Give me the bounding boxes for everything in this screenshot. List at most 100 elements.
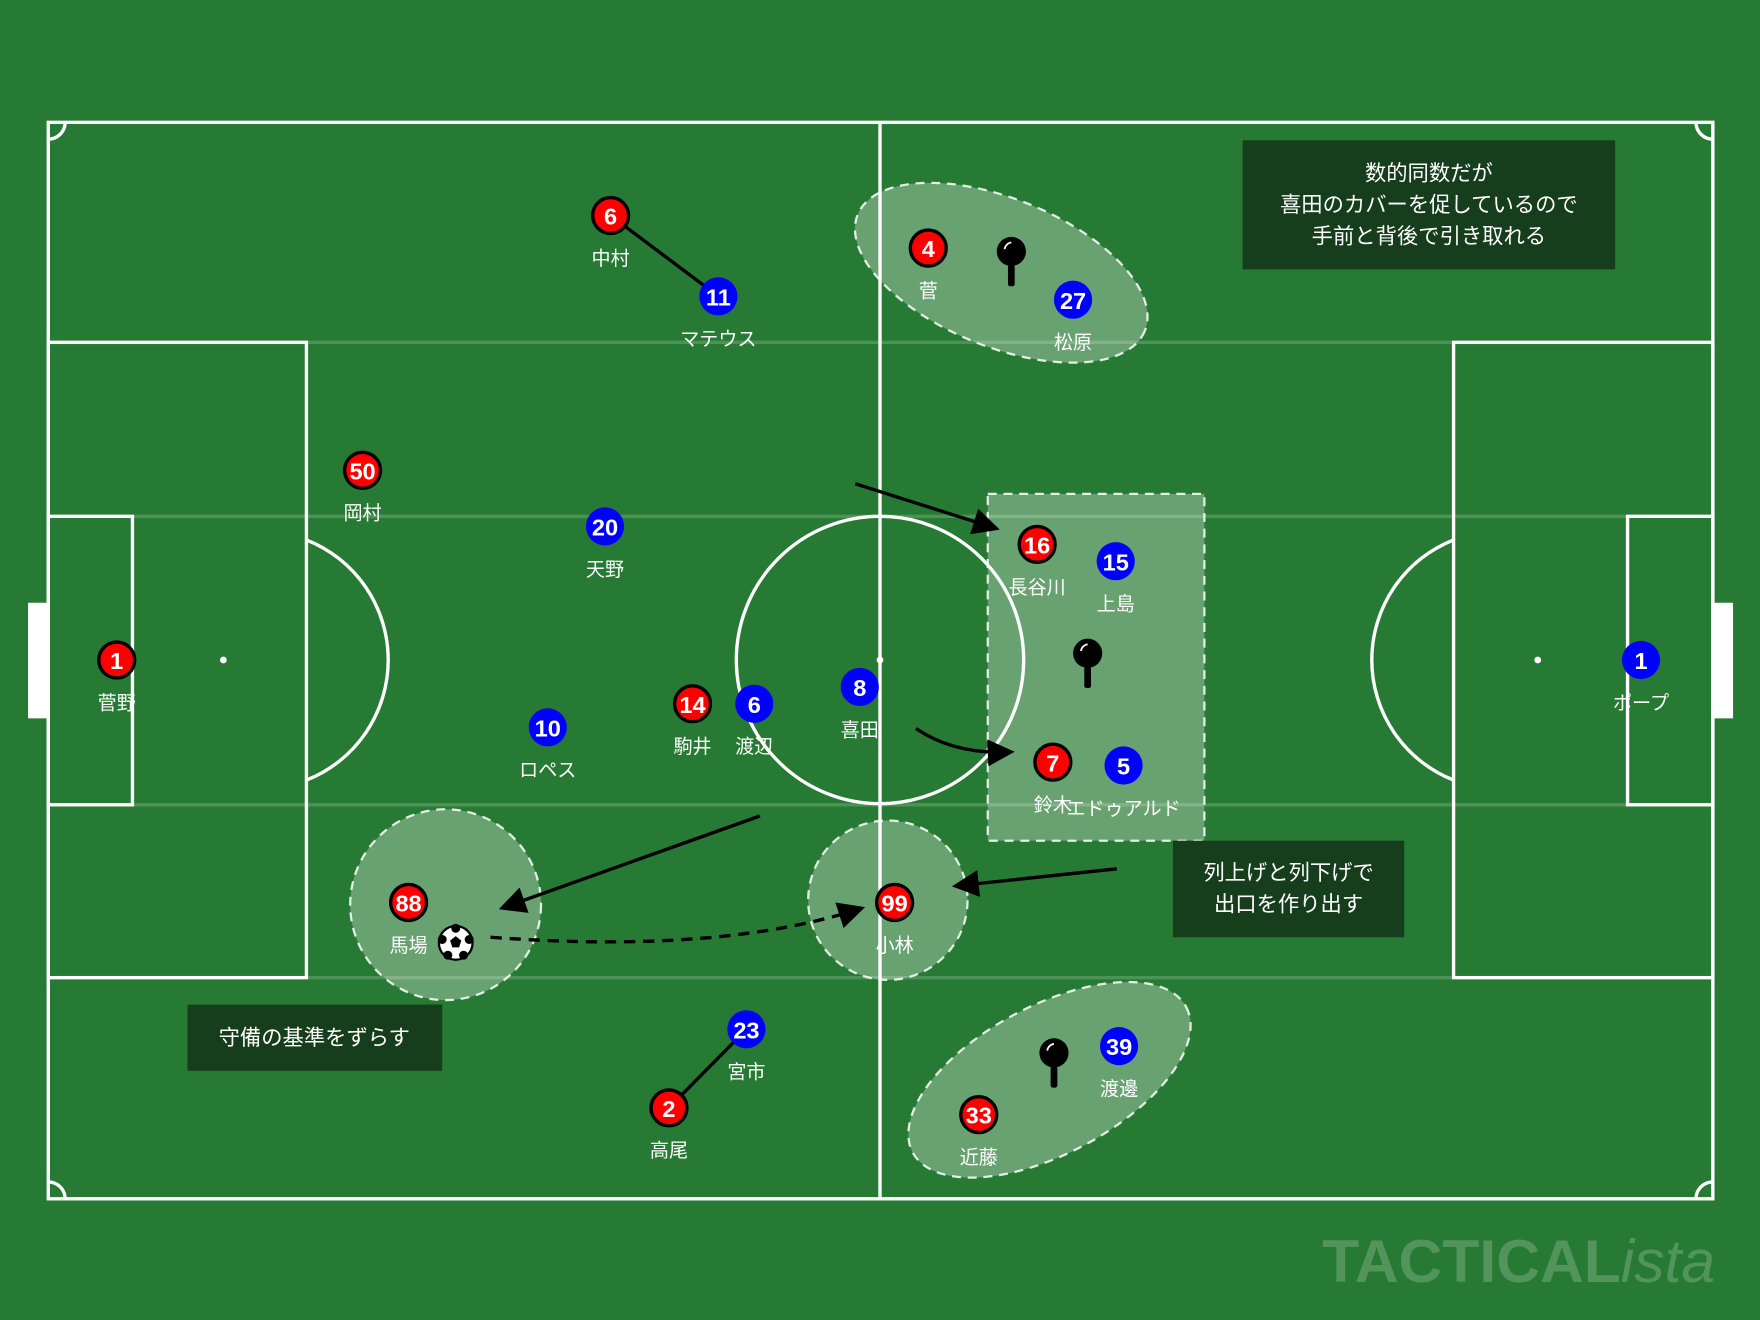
player-marker [1621, 640, 1661, 680]
player-blue: 11 マテウス [680, 277, 757, 351]
player-number: 88 [395, 891, 421, 917]
player-marker [1033, 742, 1073, 782]
player-blue: 6渡辺 [735, 684, 774, 758]
player-red: 4菅 [908, 228, 948, 302]
player-name: 長谷川 [1009, 577, 1066, 599]
player-blue: 27 松原 [1053, 280, 1093, 354]
player-name: 喜田 [841, 719, 879, 741]
player-name: 鈴木 [1034, 795, 1072, 817]
player-number: 16 [1024, 533, 1050, 559]
player-name: 岡村 [343, 503, 381, 525]
player-number: 7 [1046, 750, 1059, 776]
player-marker [649, 1088, 689, 1128]
player-marker [840, 667, 879, 707]
player-name: 駒井 [673, 736, 711, 758]
pin-icon [1039, 1038, 1069, 1088]
player-number: 11 [706, 284, 731, 310]
player-red: 50 岡村 [342, 450, 383, 525]
player-marker [388, 882, 429, 923]
player-name: エドゥアルド [1066, 798, 1180, 820]
right-goal [1712, 602, 1734, 719]
note-line: 喜田のカバーを促しているので [1280, 193, 1578, 218]
player-red: 2 高尾 [649, 1088, 689, 1162]
player-red: 99 小林 [874, 882, 915, 957]
player-red: 6 中村 [590, 195, 631, 270]
arrow-to-kobayashi [951, 867, 1118, 897]
player-red: 88 馬場 [388, 882, 429, 957]
player-blue: 39 渡邊 [1100, 1027, 1139, 1101]
pass-dashed-arrow [490, 902, 866, 944]
player-number: 4 [922, 236, 935, 262]
player-name: 中村 [592, 248, 630, 270]
player-red: 14 駒井 [672, 684, 713, 758]
player-number: 14 [679, 692, 705, 718]
player-name: マテウス [680, 329, 756, 351]
player-name: 小林 [876, 935, 914, 957]
pitch-marks [28, 602, 1734, 719]
player-number: 39 [1106, 1034, 1132, 1060]
player-number: 50 [349, 458, 375, 484]
player-name: 高尾 [650, 1140, 688, 1162]
player-marker [1053, 280, 1093, 319]
player-number: 6 [604, 204, 617, 230]
player-number: 1 [110, 648, 123, 674]
player-name: 菅野 [98, 692, 136, 714]
player-blue: 23 宮市 [727, 1010, 766, 1084]
player-marker [908, 228, 948, 268]
player-marker [585, 507, 625, 546]
player-number: 15 [1103, 549, 1129, 575]
note-top-right: 数的同数だが 喜田のカバーを促しているので 手前と背後で引き取れる [1242, 140, 1616, 270]
player-number: 8 [853, 675, 866, 701]
player-number: 20 [592, 515, 618, 541]
arrow-to-hasegawa [854, 482, 1000, 535]
player-name: 天野 [586, 559, 624, 581]
player-number: 23 [733, 1017, 759, 1043]
player-marker [342, 450, 383, 490]
player-number: 1 [1634, 648, 1647, 674]
player-blue: 20 天野 [585, 507, 625, 581]
player-name: 馬場 [389, 935, 427, 957]
player-red: 1 菅野 [97, 640, 137, 714]
player-name: 渡辺 [735, 736, 773, 758]
player-red: 16 長谷川 [1009, 524, 1066, 599]
player-name: 松原 [1054, 332, 1092, 354]
player-number: 99 [881, 891, 907, 917]
player-number: 10 [535, 715, 561, 741]
watermark-logo: TACTICALista [1322, 1227, 1715, 1295]
player-marker [1104, 746, 1143, 785]
player-number: 27 [1060, 288, 1086, 314]
player-marker [1017, 524, 1057, 565]
arrow-to-baba [498, 814, 761, 913]
pins [996, 236, 1103, 1088]
player-name: 上島 [1097, 594, 1135, 616]
player-name: 宮市 [727, 1062, 765, 1084]
pin-icon [996, 236, 1026, 287]
player-marker [528, 708, 567, 747]
arrows [490, 482, 1118, 944]
player-marker [727, 1010, 766, 1049]
note-middle-right: 列上げと列下げで 出口を作り出す [1172, 840, 1405, 938]
note-line: 列上げと列下げで [1203, 861, 1374, 886]
player-blue: 15 上島 [1096, 542, 1135, 616]
note-line: 手前と背後で引き取れる [1312, 225, 1546, 250]
player-marker [672, 684, 713, 724]
player-marker [1096, 542, 1135, 581]
arrow-to-suzuki [914, 727, 1015, 767]
player-name: 渡邊 [1100, 1079, 1138, 1101]
player-blue: 8 喜田 [840, 667, 879, 741]
pin-icon [1073, 638, 1103, 689]
player-marker [874, 882, 915, 923]
player-number: 2 [662, 1096, 675, 1122]
note-bottom-left: 守備の基準をずらす [187, 1004, 443, 1071]
player-name: 菅 [919, 280, 938, 302]
player-marker [699, 277, 738, 316]
ball-icon [437, 923, 474, 961]
left-goal [28, 602, 49, 719]
note-line: 出口を作り出す [1214, 892, 1363, 917]
player-red: 7 鈴木 [1033, 742, 1073, 817]
